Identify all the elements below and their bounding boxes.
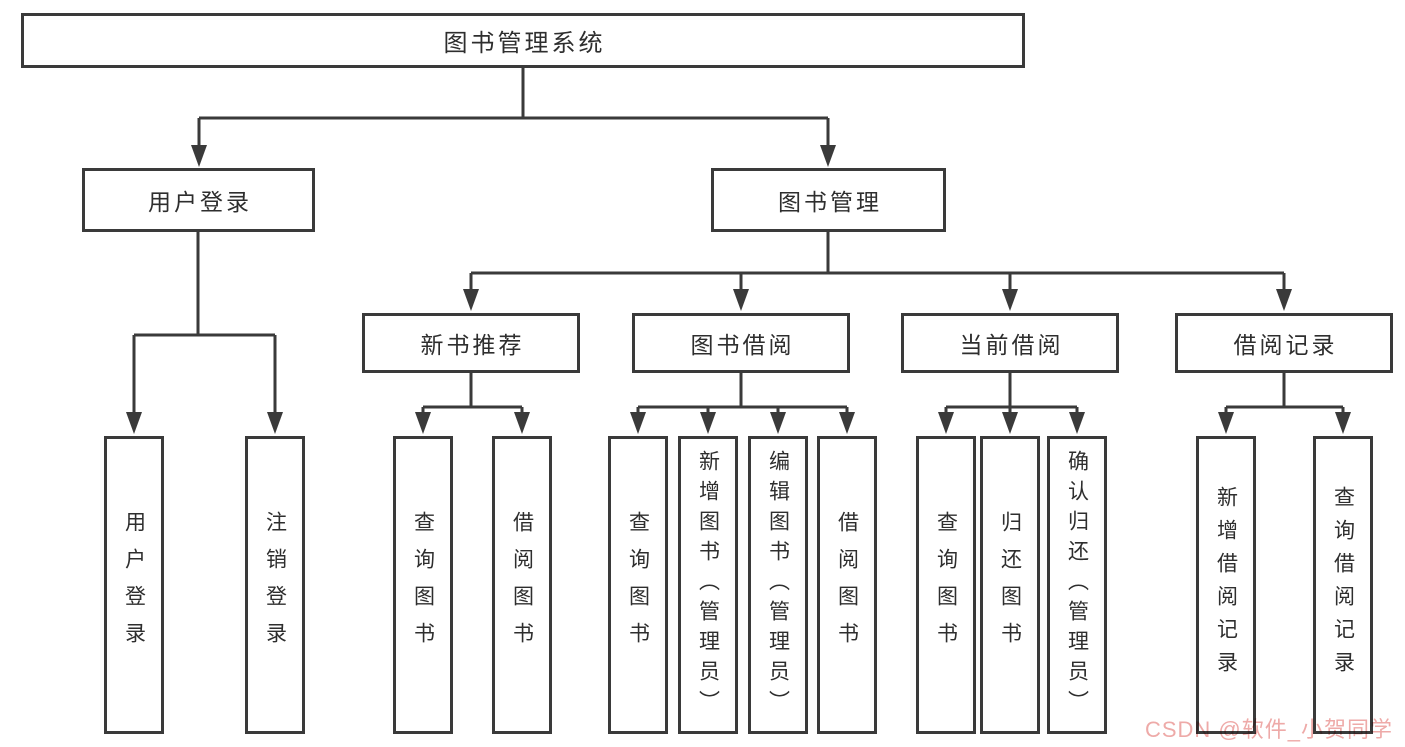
csdn-watermark: CSDN @软件_小贺同学 [1144, 717, 1393, 742]
node-add-books-admin: 新增图书（管理员） [678, 436, 738, 734]
node-label: 确认归还（管理员） [1065, 450, 1089, 720]
node-label: 新书推荐 [420, 332, 525, 358]
node-label: 当前借阅 [959, 332, 1064, 358]
node-book-management: 图书管理 [711, 168, 946, 232]
node-label: 归还图书 [998, 511, 1022, 659]
node-label: 借阅图书 [835, 511, 859, 659]
node-user-login-leaf: 用户登录 [104, 436, 164, 734]
node-return-books: 归还图书 [980, 436, 1040, 734]
node-label: 借阅图书 [510, 511, 534, 659]
node-label: 查询借阅记录 [1331, 486, 1355, 684]
node-query-borrow-record: 查询借阅记录 [1313, 436, 1373, 734]
node-label: 新增借阅记录 [1214, 486, 1238, 684]
connector-book-management-to-level3 [469, 232, 1286, 296]
node-add-borrow-record: 新增借阅记录 [1196, 436, 1256, 734]
node-label: 查询图书 [934, 511, 958, 659]
node-label: 图书管理系统 [443, 30, 606, 57]
connector-new-book-group [421, 373, 524, 418]
node-new-book-recommendation: 新书推荐 [362, 313, 580, 373]
node-borrowing-records: 借阅记录 [1175, 313, 1393, 373]
node-label: 用户登录 [122, 511, 146, 659]
node-label: 查询图书 [626, 511, 650, 659]
node-current-borrowing: 当前借阅 [901, 313, 1119, 373]
node-confirm-return-admin: 确认归还（管理员） [1047, 436, 1107, 734]
node-label: 新增图书（管理员） [696, 450, 720, 720]
connector-borrow-record-group [1224, 373, 1345, 418]
node-logout: 注销登录 [245, 436, 305, 734]
node-borrow-books: 借阅图书 [817, 436, 877, 734]
node-label: 注销登录 [263, 511, 287, 659]
connector-user-login-to-children [132, 232, 277, 418]
node-label: 图书借阅 [690, 332, 795, 358]
node-label: 编辑图书（管理员） [766, 450, 790, 720]
node-query-books-current: 查询图书 [916, 436, 976, 734]
node-label: 图书管理 [778, 189, 882, 215]
node-user-login: 用户登录 [82, 168, 315, 232]
node-label: 借阅记录 [1233, 332, 1338, 358]
node-book-borrowing: 图书借阅 [632, 313, 850, 373]
node-borrow-books-recommend: 借阅图书 [492, 436, 552, 734]
connector-book-borrow-group [636, 373, 849, 418]
node-query-books-borrow: 查询图书 [608, 436, 668, 734]
node-query-books-recommend: 查询图书 [393, 436, 453, 734]
node-label: 用户登录 [148, 189, 252, 215]
node-edit-books-admin: 编辑图书（管理员） [748, 436, 808, 734]
connector-current-borrow-group [944, 373, 1079, 418]
connector-root-to-level2 [197, 68, 830, 150]
node-library-management-system: 图书管理系统 [21, 13, 1025, 68]
node-label: 查询图书 [411, 511, 435, 659]
